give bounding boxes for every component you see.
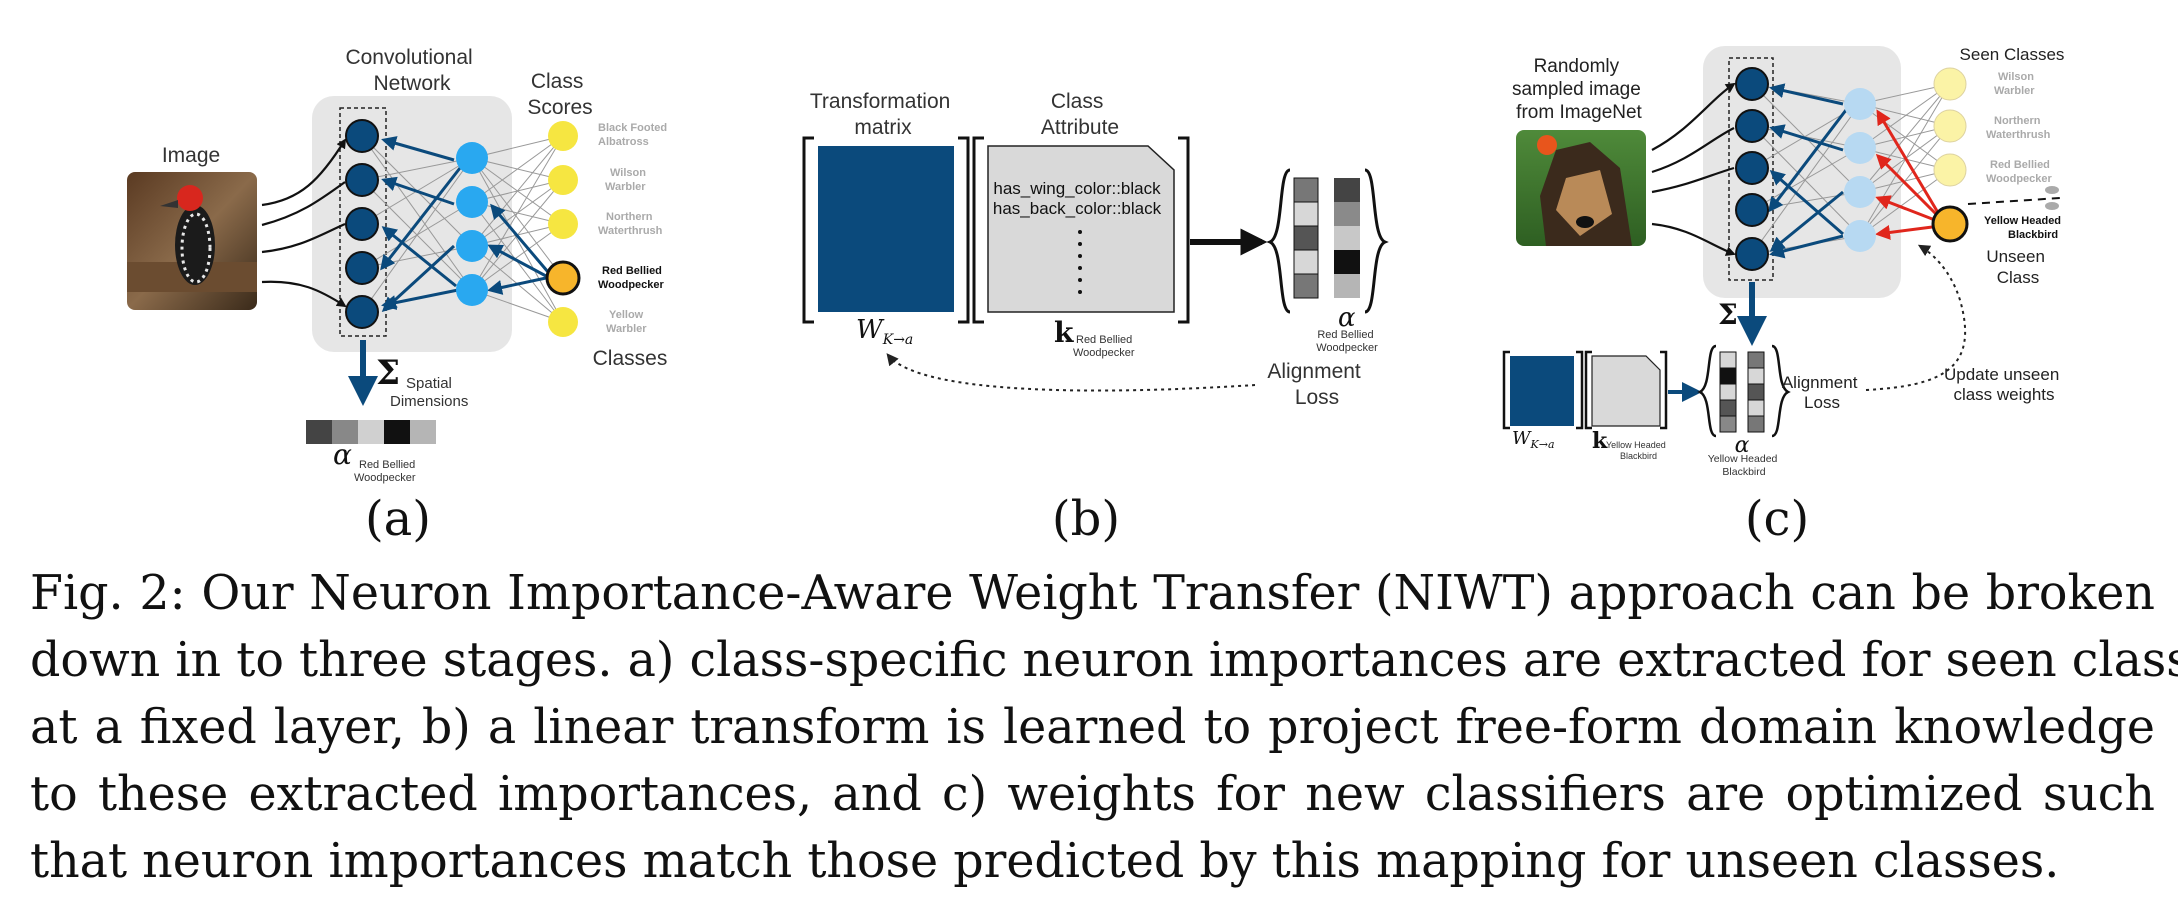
class-score-neurons [545, 121, 581, 337]
k-subscript-b: Red Bellied Woodpecker [1073, 334, 1135, 359]
predicted-importance-column [1293, 177, 1319, 299]
alignment-loss-label-b: Alignment Loss [1267, 360, 1366, 409]
k-label-b: k [1054, 316, 1074, 349]
image-label: Image [162, 144, 220, 167]
panel-label-a: (a) [365, 491, 431, 547]
feature-neurons [345, 119, 379, 329]
unseen-class-neuron [1931, 205, 1969, 243]
figure-caption: Fig. 2: Our Neuron Importance-Aware Weig… [30, 560, 2178, 895]
image-arrows [261, 138, 347, 308]
feature-layer-box [339, 107, 387, 337]
alpha-subscript-c: Yellow Headed Blackbird [1708, 453, 1781, 478]
hidden-neurons [456, 142, 488, 306]
alpha-subscript-a: Red Bellied Woodpecker [354, 459, 418, 484]
gradient-arrows-c [1768, 83, 1848, 259]
alpha-symbol-b: α [1338, 303, 1356, 333]
left-brace-b [1266, 168, 1291, 314]
left-brace-c [1697, 344, 1717, 438]
attribute-line-1: has_wing_color::black [993, 179, 1161, 198]
target-importance-column [1334, 178, 1360, 298]
panel-label-b: (b) [1052, 491, 1120, 547]
caption-line: to these extracted importances, and c) w… [30, 767, 2155, 822]
right-brace-b [1364, 168, 1389, 314]
unseen-class-label: Unseen Class [1986, 247, 2049, 287]
alpha-symbol-a: α [333, 438, 352, 471]
k-subscript-c: Yellow Headed Blackbird [1606, 440, 1668, 461]
target-importance-column-c [1747, 351, 1765, 433]
feature-neurons-c [1735, 67, 1769, 271]
update-dotted-arrow [1865, 244, 1966, 391]
caption-line: at a fixed layer, b) a linear transform … [30, 700, 2155, 755]
class-attribute-title: Class Attribute [1041, 90, 1119, 139]
cnn-title: Convolutional Network [345, 46, 478, 95]
transformation-matrix-title: Transformation matrix [810, 90, 956, 139]
panel-label-c: (c) [1745, 491, 1809, 547]
predicted-importance-column-c [1719, 351, 1737, 433]
class-attribute-doc [987, 145, 1175, 313]
woodpecker-image [127, 172, 257, 310]
random-image-title: Randomly sampled image from ImageNet [1512, 56, 1646, 123]
attribute-line-2: has_back_color::black [993, 199, 1162, 218]
image-arrows-c [1651, 82, 1736, 256]
niwt-figure: Convolutional Network Image [127, 45, 2065, 547]
classes-label: Classes [593, 347, 668, 370]
dog-image [1516, 130, 1646, 246]
alignment-loss-label-c: Alignment Loss [1782, 373, 1862, 412]
seen-class-neurons [1933, 67, 1967, 187]
importance-vector-a [306, 420, 436, 444]
w-label-b: WK→a [856, 315, 913, 348]
right-bracket-k [1178, 136, 1190, 324]
w-label-c: WK→a [1512, 428, 1555, 451]
right-bracket-w [958, 136, 970, 324]
alpha-symbol-c: α [1735, 433, 1750, 458]
alpha-subscript-b: Red Bellied Woodpecker [1316, 329, 1378, 354]
alignment-loss-arrow-b [886, 353, 1256, 392]
unseen-dashed-line [1967, 197, 2061, 205]
caption-line: that neuron importances match those pred… [30, 834, 2060, 889]
unseen-class-name: Yellow Headed Blackbird [1984, 215, 2064, 241]
class-attribute-doc-c [1591, 355, 1661, 427]
panel-c: Randomly sampled image from ImageNet [1502, 45, 2065, 547]
caption-line: Fig. 2: Our Neuron Importance-Aware Weig… [30, 566, 2155, 621]
hidden-neurons-c [1844, 88, 1876, 252]
gradient-arrows [380, 136, 550, 313]
sigma-symbol-c: Σ [1718, 298, 1738, 331]
seen-classes-title: Seen Classes [1960, 45, 2065, 64]
k-label-c: k [1592, 428, 1608, 454]
caption-line: down in to three stages. a) class-specif… [30, 633, 2178, 688]
sigma-symbol: Σ [376, 353, 400, 393]
panel-b: Transformation matrix Class Attribute ha… [802, 90, 1389, 547]
class-scores-title: Class Scores [527, 70, 592, 119]
right-brace-c [1771, 344, 1791, 438]
attribute-ellipsis [1078, 230, 1082, 294]
spatial-dimensions-label: Spatial Dimensions [390, 375, 468, 410]
transformation-matrix [818, 146, 954, 312]
panel-a: Convolutional Network Image [127, 46, 667, 547]
left-bracket-w [802, 136, 814, 324]
left-bracket-k [972, 136, 984, 324]
transformation-matrix-c [1510, 356, 1574, 426]
more-classes-dots [2045, 186, 2059, 210]
update-unseen-label: Update unseen class weights [1944, 365, 2064, 404]
cnn-block [312, 96, 512, 352]
unseen-update-arrows [1875, 109, 1942, 240]
